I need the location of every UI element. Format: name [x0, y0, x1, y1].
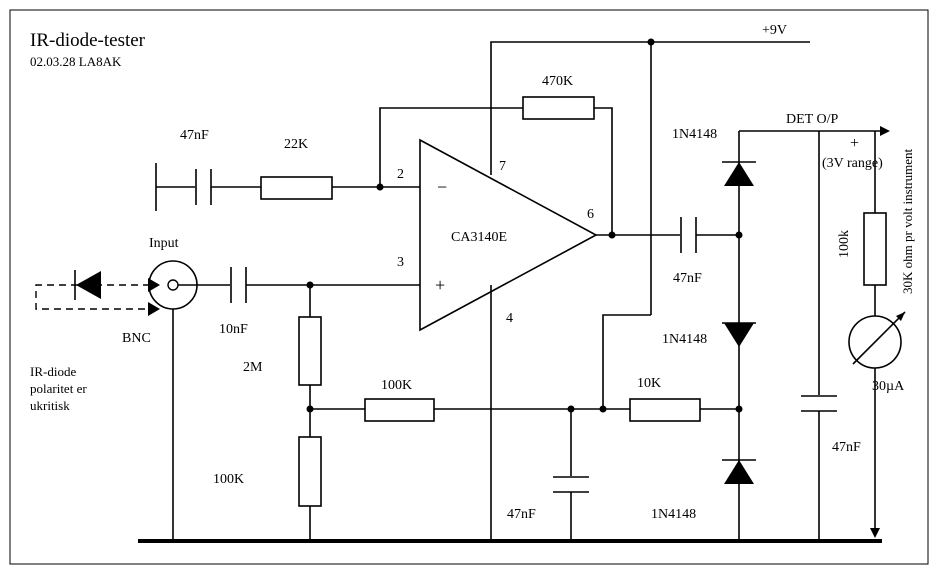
opamp-symbol — [419, 138, 598, 332]
resistor-470k — [522, 96, 595, 120]
ir-note-2: polaritet er — [30, 381, 87, 396]
resistor-22k — [260, 176, 333, 200]
ir-diode — [76, 271, 101, 299]
supply-rail — [490, 41, 810, 175]
frame — [9, 9, 929, 565]
det-plus: + — [850, 135, 859, 152]
opamp-name: CA3140E — [451, 230, 507, 245]
supply-label: +9V — [762, 23, 787, 38]
opamp-pin4: 4 — [506, 311, 513, 326]
c-bnc-label: 10nF — [219, 322, 248, 337]
r-100k-v-label: 100K — [213, 472, 244, 487]
page-title: IR-diode-tester — [30, 30, 146, 51]
r-10k-label: 10K — [637, 376, 661, 391]
opamp-minus: − — [437, 177, 447, 197]
r-feedback-label: 470K — [542, 74, 573, 89]
r-meter-label: 100k — [837, 230, 852, 258]
range-label: (3V range) — [822, 156, 883, 171]
opamp-pin7: 7 — [499, 159, 506, 174]
bnc-label: BNC — [122, 331, 151, 346]
ir-note-1: IR-diode — [30, 364, 76, 379]
c-det-label: 47nF — [832, 440, 861, 455]
c-bias-label: 47nF — [507, 507, 536, 522]
ir-note-3: ukritisk — [30, 398, 70, 413]
resistor-100k-h — [364, 398, 435, 422]
opamp-pin6: 6 — [587, 207, 594, 222]
resistor-10k — [629, 398, 701, 422]
det-op-label: DET O/P — [786, 112, 838, 127]
r-in-label: 22K — [284, 137, 308, 152]
resistor-100k-meter — [863, 212, 887, 286]
c-in-label: 47nF — [180, 128, 209, 143]
diode-d1 — [724, 162, 754, 186]
r-100k-h-label: 100K — [381, 378, 412, 393]
meter-note: 30K ohm pr volt instrument — [900, 148, 915, 294]
d2-label: 1N4148 — [662, 332, 707, 347]
meter-label: 30µA — [872, 379, 905, 394]
opamp-plus: + — [435, 275, 445, 295]
d3-label: 1N4148 — [651, 507, 696, 522]
resistor-2m — [298, 316, 322, 386]
d1-label: 1N4148 — [672, 127, 717, 142]
input-label: Input — [149, 236, 179, 251]
opamp-pin2: 2 — [397, 167, 404, 182]
r-2m-label: 2M — [243, 360, 263, 375]
opamp-pin3: 3 — [397, 255, 404, 270]
resistor-100k-v — [298, 436, 322, 507]
c-out-label: 47nF — [673, 271, 702, 286]
diode-d3 — [724, 460, 754, 484]
diode-d2 — [724, 323, 754, 347]
ir-diode-lead — [35, 284, 150, 310]
page-subtitle: 02.03.28 LA8AK — [30, 54, 122, 69]
